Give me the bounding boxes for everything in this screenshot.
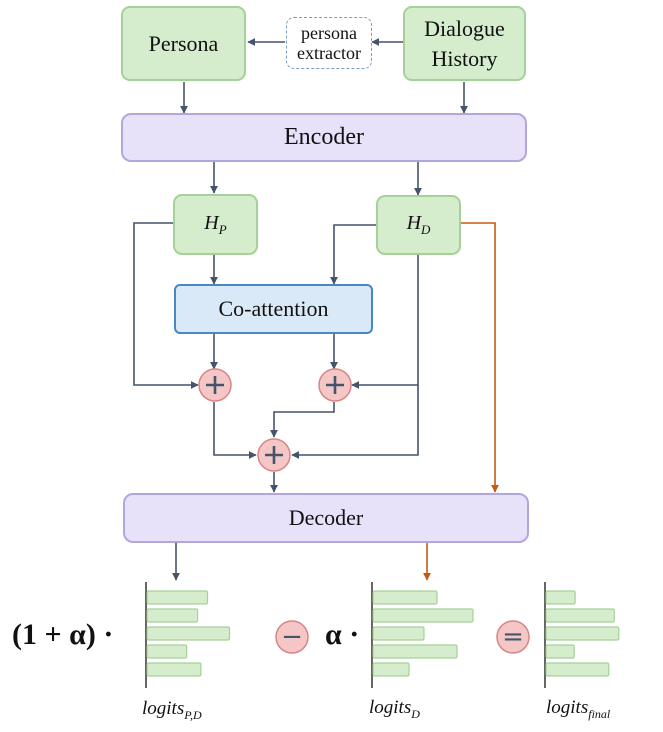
logits-pd-label: logitsP,D	[142, 698, 202, 722]
coefficient-one-plus-alpha: (1 + α) ·	[12, 618, 114, 651]
arrow-plus2-to-plus3	[270, 402, 335, 438]
hd-label: HD	[406, 212, 431, 237]
persona-extractor-label-2: extractor	[297, 43, 361, 63]
logit-bar	[545, 662, 610, 677]
persona-extractor-node: persona extractor	[286, 17, 372, 69]
logit-bar	[372, 626, 425, 641]
persona-node: Persona	[121, 6, 246, 81]
arrow-hp-to-plus1	[133, 222, 199, 389]
dialogue-history-node: Dialogue History	[403, 6, 526, 81]
arrow-hd-to-coattention	[330, 224, 376, 285]
persona-label: Persona	[148, 30, 219, 56]
minus-operator: −	[275, 620, 309, 654]
encoder-node: Encoder	[121, 113, 527, 162]
svg-text:=: =	[502, 622, 524, 652]
dialogue-history-label-2: History	[431, 45, 498, 71]
equals-operator: =	[496, 620, 530, 654]
logit-bar	[545, 626, 620, 641]
arrow-hd-to-decoder	[460, 222, 499, 493]
logits-final-bars	[544, 582, 620, 688]
decoder-node: Decoder	[123, 493, 529, 543]
svg-text:−: −	[281, 622, 303, 652]
encoder-label: Encoder	[284, 124, 364, 150]
hd-node: HD	[376, 195, 461, 255]
hp-label: HP	[204, 211, 227, 237]
logits-final-label: logitsfinal	[546, 697, 611, 721]
hp-node: HP	[173, 194, 258, 255]
logit-bar	[545, 590, 576, 605]
logits-d-bars	[371, 582, 474, 688]
logit-bar	[545, 608, 615, 623]
persona-extractor-label-1: persona	[301, 23, 357, 43]
logit-bar	[146, 590, 209, 605]
logit-bar	[146, 644, 188, 659]
coefficient-alpha: α ·	[325, 618, 360, 651]
logit-bar	[545, 644, 575, 659]
plus-operator-3	[257, 438, 291, 472]
plus-operator-2	[318, 368, 352, 402]
decoder-label: Decoder	[288, 505, 364, 530]
arrow-plus1-to-plus3	[213, 402, 257, 459]
plus-operator-1	[198, 368, 232, 402]
logit-bar	[372, 590, 438, 605]
co-attention-label: Co-attention	[218, 296, 329, 321]
logits-pd-bars	[145, 582, 231, 688]
logit-bar	[372, 644, 458, 659]
logit-bar	[146, 626, 231, 641]
logit-bar	[372, 608, 474, 623]
logits-d-label: logitsD	[369, 697, 420, 721]
dialogue-history-label-1: Dialogue	[424, 15, 505, 41]
logit-bar	[146, 608, 199, 623]
logit-bar	[146, 662, 202, 677]
logit-bar	[372, 662, 410, 677]
co-attention-node: Co-attention	[174, 284, 373, 334]
arrow-hd-to-plus3	[291, 385, 419, 459]
